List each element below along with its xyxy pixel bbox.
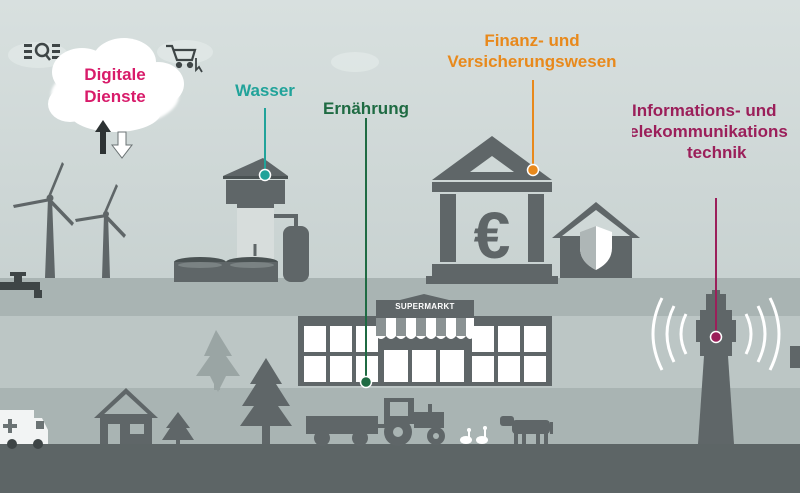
digital-services-cloud xyxy=(48,38,184,132)
label-digitale-dienste-line1: Digitale xyxy=(84,65,146,84)
label-ikt-line1: Informations- und xyxy=(632,101,777,120)
label-ikt: Informations- und Telekommunikations tec… xyxy=(632,100,800,163)
wind-turbine-right xyxy=(75,184,126,278)
house xyxy=(94,388,158,444)
edge-device xyxy=(790,346,800,368)
bank-building xyxy=(426,136,558,284)
label-ernaehrung: Ernährung xyxy=(323,99,409,118)
tractor xyxy=(306,398,445,446)
tree-dark xyxy=(240,358,292,444)
label-ikt-line2: Telekommunikations xyxy=(632,122,788,141)
wind-turbine-left xyxy=(13,162,74,278)
shopping-cart-click-icon xyxy=(166,44,203,73)
label-ikt-line3: technik xyxy=(687,143,747,162)
euro-icon: € xyxy=(474,198,511,272)
supermarket xyxy=(298,294,552,386)
label-wasser: Wasser xyxy=(235,81,295,100)
label-digitale-dienste: Digitale Dienste xyxy=(56,64,174,108)
label-finanz-line2: Versicherungswesen xyxy=(447,52,617,71)
water-tap xyxy=(0,272,42,298)
search-dashboard-icon xyxy=(24,42,60,61)
signal-waves xyxy=(651,297,781,371)
tree-small xyxy=(162,412,194,444)
background-clouds xyxy=(8,40,379,72)
ambulance xyxy=(0,410,48,449)
label-finanz-line1: Finanz- und xyxy=(484,31,580,50)
label-finanz: Finanz- und Versicherungswesen xyxy=(428,30,636,72)
supermarket-sign: SUPERMARKT xyxy=(395,302,455,311)
water-facility xyxy=(174,158,309,282)
geese xyxy=(460,426,488,444)
cow xyxy=(500,416,553,444)
road-band xyxy=(0,444,800,493)
tree-light xyxy=(196,330,240,392)
label-digitale-dienste-line2: Dienste xyxy=(84,87,146,106)
up-down-arrows-icon xyxy=(95,120,134,159)
